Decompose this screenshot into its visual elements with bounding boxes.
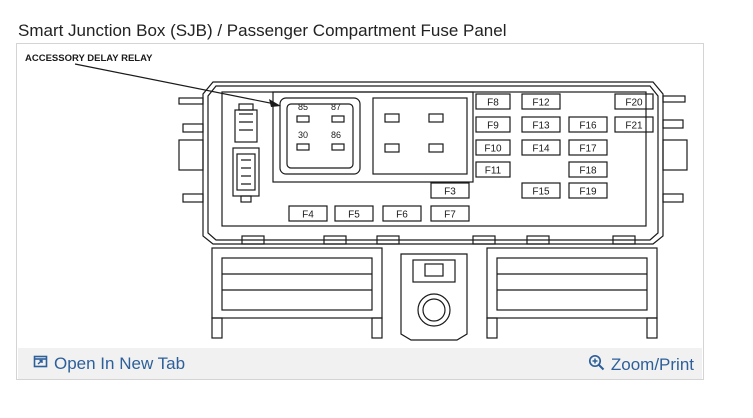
fuse-label: F5 — [348, 210, 360, 221]
open-in-new-tab-link[interactable]: Open In New Tab — [33, 354, 185, 374]
diagram-panel: ACCESSORY DELAY RELAY — [16, 43, 704, 380]
fuse: F21 — [614, 116, 654, 133]
fuse: F13 — [521, 116, 561, 133]
zoom-icon — [588, 354, 605, 376]
lower-connector-right — [486, 247, 658, 339]
fuse: F10 — [475, 139, 511, 156]
fuse-label: F6 — [396, 210, 408, 221]
callout-arrow — [74, 63, 276, 105]
relay-pin-label: 30 — [298, 130, 308, 140]
fuse: F16 — [568, 116, 608, 133]
fuse: F19 — [568, 182, 608, 199]
fuse: F14 — [521, 139, 561, 156]
callout-arrowhead — [269, 99, 281, 107]
relay-pin-label: 87 — [331, 102, 341, 112]
fuse-label: F21 — [625, 121, 643, 132]
zoom-print-label: Zoom/Print — [610, 355, 694, 374]
fuse-label: F16 — [579, 121, 597, 132]
fuse-label: F15 — [532, 187, 550, 198]
fuse: F12 — [521, 93, 561, 110]
fuse-label: F9 — [487, 121, 499, 132]
fuse: F8 — [475, 93, 511, 110]
fuses: F8 F9 F10 F11 F12 F13 F14 F15 F16 F17 F1… — [288, 93, 654, 222]
fuse: F7 — [430, 205, 470, 222]
fuse-label: F14 — [532, 144, 550, 155]
fuse-label: F18 — [579, 166, 597, 177]
fuse: F18 — [568, 161, 608, 178]
fuse-label: F10 — [484, 144, 502, 155]
fuse-label: F8 — [487, 98, 499, 109]
fuse-label: F7 — [444, 210, 456, 221]
fuse: F5 — [334, 205, 374, 222]
panel-footer: Open In New Tab Zoom/Print — [18, 348, 702, 379]
relay-pin-label: 85 — [298, 102, 308, 112]
fuse-label: F3 — [444, 187, 456, 198]
fuse: F4 — [288, 205, 328, 222]
fuse-label: F19 — [579, 187, 597, 198]
fuse: F20 — [614, 93, 654, 110]
open-in-new-tab-label: Open In New Tab — [54, 354, 186, 373]
fuse-label: F12 — [532, 98, 550, 109]
page-title: Smart Junction Box (SJB) / Passenger Com… — [18, 21, 507, 40]
fuse-label: F4 — [302, 210, 314, 221]
side-connector — [232, 103, 260, 203]
relay-pin-labels: 85 87 30 86 — [298, 102, 341, 140]
housing-outline — [178, 81, 688, 245]
lower-center-connector — [400, 253, 468, 341]
callout-label: ACCESSORY DELAY RELAY — [25, 53, 153, 64]
fuse: F17 — [568, 139, 608, 156]
fuse-label: F20 — [625, 98, 643, 109]
fuse: F11 — [475, 161, 511, 178]
fuse: F15 — [521, 182, 561, 199]
relay-area — [272, 91, 474, 183]
fuse-label: F11 — [485, 166, 502, 177]
fuse: F6 — [382, 205, 422, 222]
zoom-print-link[interactable]: Zoom/Print — [588, 354, 694, 376]
fuse-panel-diagram: ACCESSORY DELAY RELAY — [25, 53, 688, 341]
relay-pin-label: 86 — [331, 130, 341, 140]
open-in-new-tab-icon — [33, 354, 48, 374]
fuse-label: F17 — [579, 144, 597, 155]
fuse: F9 — [475, 116, 511, 133]
fuse: F3 — [430, 182, 470, 199]
fuse-label: F13 — [532, 121, 550, 132]
lower-connector-left — [211, 247, 383, 339]
